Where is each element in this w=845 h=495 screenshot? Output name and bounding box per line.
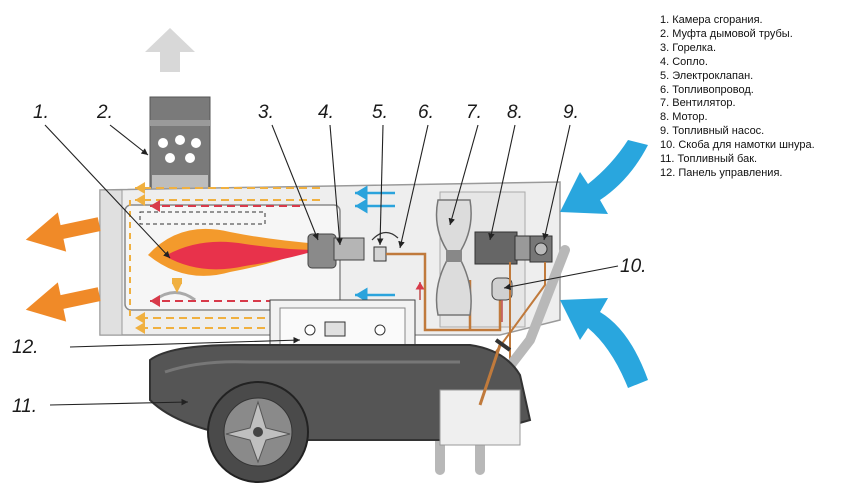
leader-lines <box>44 124 619 406</box>
label-9: 9. <box>563 102 579 123</box>
label-12: 12. <box>12 337 38 358</box>
flame <box>148 228 320 276</box>
label-6: 6. <box>418 102 434 123</box>
label-5: 5. <box>372 102 388 123</box>
label-10: 10. <box>620 256 646 277</box>
legend-item: 2. Муфта дымовой трубы. <box>660 27 793 40</box>
hot-air-flow-arrows <box>129 182 330 334</box>
label-2: 2. <box>96 102 113 123</box>
label-11: 11. <box>12 396 37 417</box>
fan <box>435 199 472 316</box>
legend-item: 11. Топливный бак. <box>660 153 758 166</box>
cold-air-inlet-arrows <box>560 140 648 388</box>
legend-item: 3. Горелка. <box>660 41 717 54</box>
exhaust-arrow <box>145 28 195 72</box>
flame-arrow <box>172 283 182 293</box>
legend-item: 8. Мотор. <box>660 111 708 124</box>
label-4: 4. <box>318 102 334 123</box>
motor <box>474 231 534 265</box>
label-7: 7. <box>466 102 482 123</box>
wheel <box>207 381 309 483</box>
fuel-tank <box>149 338 532 446</box>
legend-item: 9. Топливный насос. <box>660 125 765 138</box>
label-3: 3. <box>258 102 274 123</box>
fuel-pump <box>529 235 553 263</box>
legend-item: 10. Скоба для намотки шнура. <box>660 139 815 152</box>
label-1: 1. <box>33 102 49 123</box>
legend-item: 7. Вентилятор. <box>660 97 736 110</box>
legend-item: 12. Панель управления. <box>660 166 783 179</box>
legend-item: 4. Сопло. <box>660 55 708 68</box>
label-8: 8. <box>507 102 523 123</box>
chimney-collar <box>149 96 211 196</box>
legend-item: 1. Камера сгорания. <box>660 14 763 26</box>
hot-air-outlet-arrows <box>25 212 101 322</box>
legend-item: 5. Электроклапан. <box>660 69 754 82</box>
legend-item: 6. Топливопровод. <box>660 83 754 96</box>
legend-list: 1. Камера сгорания. 2. Муфта дымовой тру… <box>660 14 845 181</box>
